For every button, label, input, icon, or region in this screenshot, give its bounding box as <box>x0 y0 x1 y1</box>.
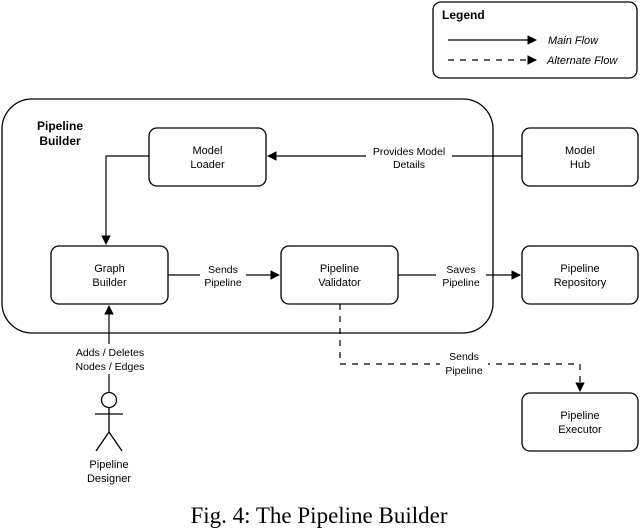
legend-main-flow-label: Main Flow <box>548 35 599 47</box>
container-title-line2: Builder <box>39 134 81 148</box>
edge-label: Saves <box>446 264 475 276</box>
edge-designer-to-graph-builder: Adds / Deletes Nodes / Edges <box>70 305 150 392</box>
edge-model-hub-to-model-loader: Provides Model Details <box>267 143 522 171</box>
legend-title: Legend <box>442 8 485 22</box>
actor-label: Designer <box>87 473 131 485</box>
stick-figure-icon <box>95 391 123 452</box>
container-box <box>1 98 494 334</box>
edge-label: Pipeline <box>445 365 483 377</box>
node-pipeline-executor[interactable]: Pipeline Executor <box>521 392 639 452</box>
edge-label-bg <box>366 143 452 171</box>
edge-label-bg <box>436 262 486 290</box>
edge-label: Sends <box>449 351 479 363</box>
edge-label-bg <box>70 344 150 374</box>
edge-validator-to-executor-alternate: Sends Pipeline <box>339 304 585 392</box>
edge-label: Details <box>393 159 425 171</box>
node-label: Loader <box>190 159 225 171</box>
node-pipeline-validator[interactable]: Pipeline Validator <box>280 245 399 305</box>
edge-model-loader-to-graph-builder <box>101 155 149 245</box>
node-label: Repository <box>554 277 607 289</box>
edge-graph-builder-to-validator: Sends Pipeline <box>168 262 280 290</box>
edge-label: Pipeline <box>204 277 242 289</box>
edge-label: Pipeline <box>442 277 480 289</box>
node-pipeline-repository[interactable]: Pipeline Repository <box>521 245 639 305</box>
legend: Legend Main Flow Alternate Flow <box>432 1 638 79</box>
node-label: Pipeline <box>560 410 599 422</box>
node-box <box>521 127 639 187</box>
actor-label: Pipeline <box>89 459 128 471</box>
node-label: Pipeline <box>560 263 599 275</box>
node-box <box>50 245 169 305</box>
edge-label: Nodes / Edges <box>76 361 145 373</box>
edge-label: Adds / Deletes <box>76 347 144 359</box>
edge-validator-to-repository: Saves Pipeline <box>398 262 521 290</box>
node-model-loader[interactable]: Model Loader <box>148 127 267 187</box>
edge-label: Sends <box>208 264 238 276</box>
node-box <box>280 245 399 305</box>
container-title-line1: Pipeline <box>37 119 83 133</box>
node-label: Hub <box>570 159 590 171</box>
node-box <box>521 392 639 452</box>
node-box <box>521 245 639 305</box>
node-label: Executor <box>558 424 602 436</box>
node-label: Pipeline <box>320 263 359 275</box>
node-label: Graph <box>94 263 125 275</box>
edge-label-bg <box>440 350 488 378</box>
node-label: Model <box>193 145 223 157</box>
legend-alternate-flow-label: Alternate Flow <box>546 55 618 67</box>
node-label: Model <box>565 145 595 157</box>
edge-line <box>101 155 149 245</box>
pipeline-builder-container: Pipeline Builder <box>1 98 494 334</box>
figure-caption: Fig. 4: The Pipeline Builder <box>190 503 447 528</box>
node-model-hub[interactable]: Model Hub <box>521 127 639 187</box>
node-box <box>148 127 267 187</box>
edge-label-bg <box>200 262 246 290</box>
actor-pipeline-designer[interactable]: Pipeline Designer <box>87 391 131 486</box>
node-graph-builder[interactable]: Graph Builder <box>50 245 169 305</box>
node-label: Builder <box>92 277 127 289</box>
node-label: Validator <box>318 277 361 289</box>
edge-label: Provides Model <box>373 146 445 158</box>
